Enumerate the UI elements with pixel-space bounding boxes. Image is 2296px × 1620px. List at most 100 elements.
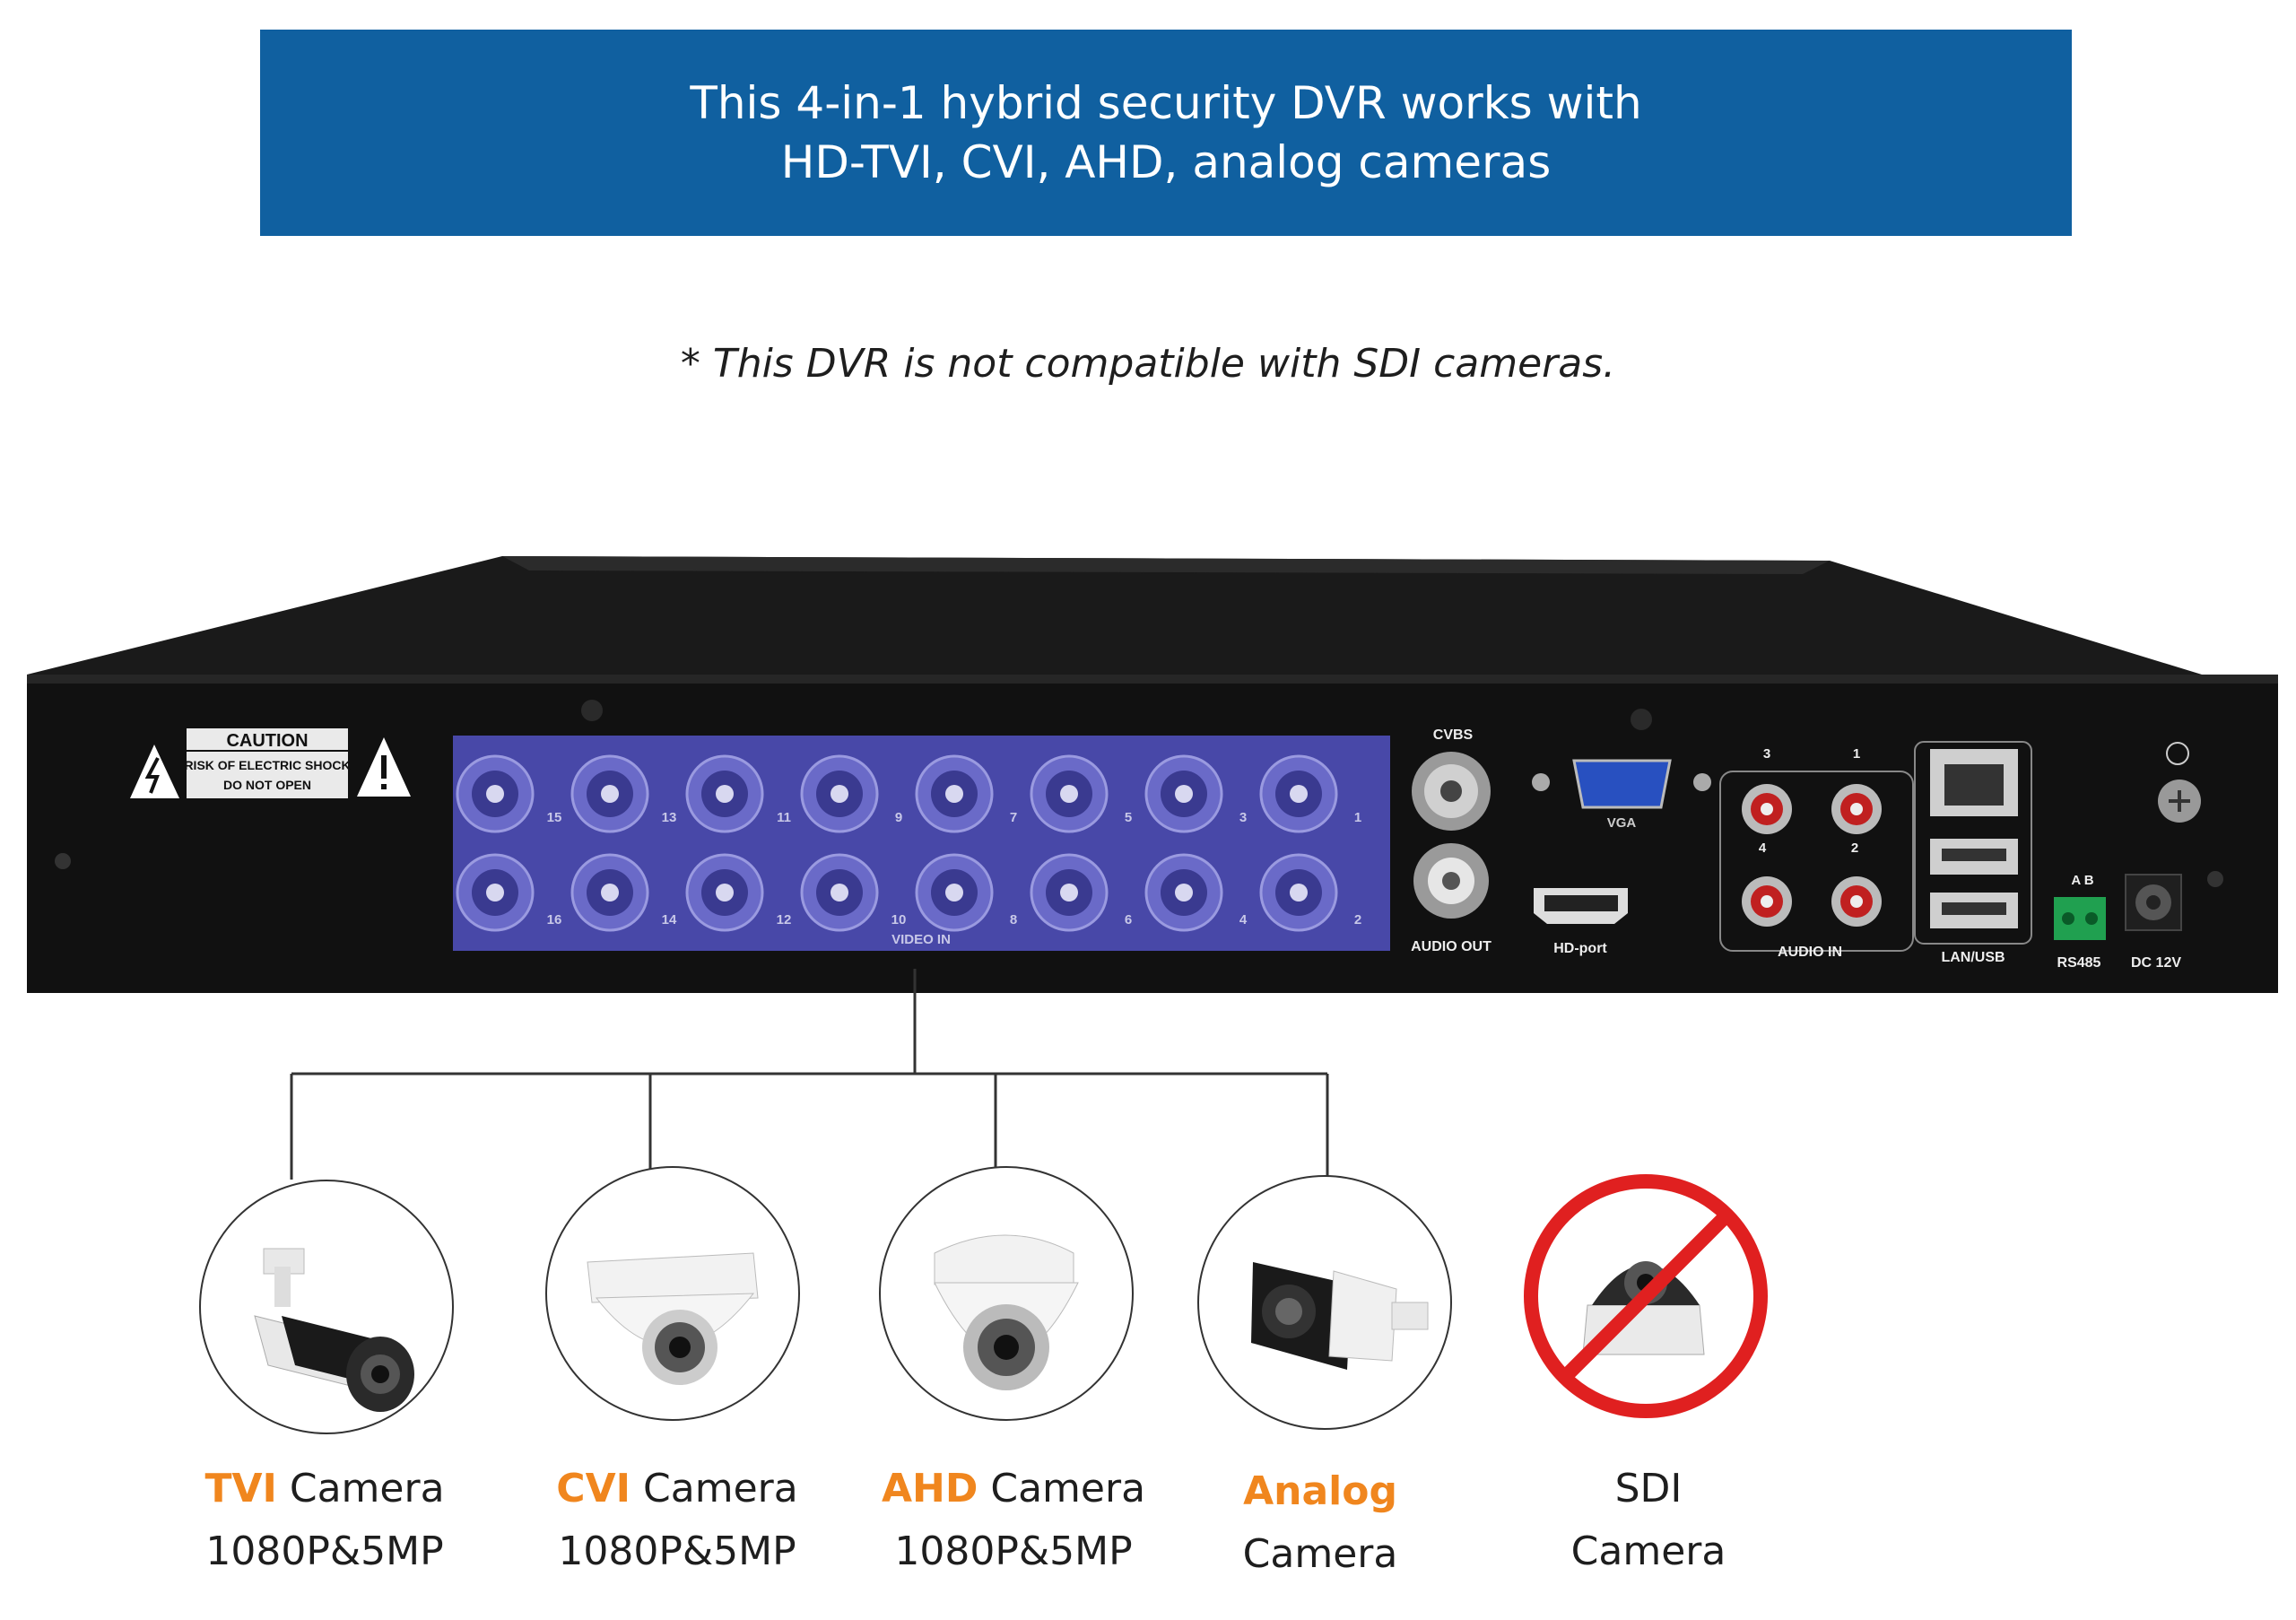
rs485-terminal-icon: [2054, 897, 2106, 940]
analog-word: Camera: [1242, 1531, 1398, 1577]
cvi-spec: 1080P&5MP: [558, 1529, 796, 1574]
analog-brand: Analog: [1243, 1468, 1397, 1514]
caution-line-2: DO NOT OPEN: [223, 778, 311, 792]
bullet-camera-icon: [254, 1248, 414, 1412]
bnc-connector-icon: [1030, 754, 1109, 833]
ahd-camera-circle: [879, 1166, 1134, 1421]
dome-camera-icon: [934, 1234, 1079, 1390]
electric-shock-warning-icon: [130, 745, 179, 798]
bullet-camera-icon: [1251, 1262, 1429, 1370]
tvi-camera-circle: [199, 1180, 454, 1434]
analog-camera-circle: [1197, 1175, 1452, 1430]
audio-in-number-3: 3: [1763, 746, 1770, 762]
prohibited-dome-camera-icon: [1524, 1174, 1768, 1418]
bnc-connector-icon: [456, 853, 535, 932]
lan-usb-label: LAN/USB: [1941, 950, 2005, 965]
channel-number-label: 15: [547, 810, 562, 825]
channel-number-label: 5: [1125, 810, 1132, 825]
channel-number-label: 16: [547, 912, 562, 928]
channel-number-label: 7: [1010, 810, 1017, 825]
audio-in-rca-icons: [1742, 784, 1882, 927]
bnc-connector-icon: [1259, 754, 1338, 833]
channel-number-label: 11: [777, 810, 791, 825]
dvr-top-lid: [27, 556, 2278, 698]
cvi-brand: CVI: [556, 1466, 631, 1511]
bnc-connector-icon: [915, 754, 994, 833]
bnc-connector-icon: [570, 853, 649, 932]
audio-in-number-1: 1: [1853, 746, 1860, 762]
audio-out-rca-icon: [1413, 843, 1489, 919]
channel-number-label: 10: [891, 912, 907, 928]
cvbs-bnc-icon: [1412, 752, 1491, 831]
video-in-label: VIDEO IN: [891, 932, 951, 947]
audio-in-number-4: 4: [1759, 840, 1767, 856]
audio-out-label: AUDIO OUT: [1411, 939, 1492, 954]
dc-power-jack-icon: [2125, 874, 2182, 931]
sdi-camera-label: SDI Camera: [1460, 1458, 1837, 1583]
caution-warning-icon: [357, 737, 411, 797]
vga-label: VGA: [1607, 815, 1637, 831]
caution-line-1: RISK OF ELECTRIC SHOCK: [184, 758, 350, 772]
cvbs-label: CVBS: [1433, 727, 1474, 743]
audio-in-frame: [1719, 771, 1914, 952]
header-banner: This 4-in-1 hybrid security DVR works wi…: [260, 30, 2072, 236]
connection-lines: [290, 969, 1329, 1180]
ahd-spec: 1080P&5MP: [894, 1529, 1133, 1574]
bnc-connector-icon: [685, 754, 764, 833]
caution-label: [187, 728, 348, 798]
banner-line-1: This 4-in-1 hybrid security DVR works wi…: [690, 77, 1642, 129]
compatibility-note: * This DVR is not compatible with SDI ca…: [680, 341, 1616, 387]
channel-number-label: 13: [662, 810, 677, 825]
channel-number-label: 2: [1354, 912, 1361, 928]
bnc-connector-icon: [800, 754, 879, 833]
rs485-label: RS485: [2057, 955, 2101, 971]
cvi-word: Camera: [643, 1466, 798, 1511]
bnc-connector-icon: [456, 754, 535, 833]
channel-number-label: 14: [662, 912, 677, 928]
dc-label: DC 12V: [2131, 955, 2181, 971]
bnc-connector-icon: [685, 853, 764, 932]
ground-screw-icon: [2158, 742, 2201, 823]
banner-line-2: HD-TVI, CVI, AHD, analog cameras: [780, 136, 1552, 188]
cvi-camera-label: CVI Camera 1080P&5MP: [489, 1458, 865, 1583]
channel-number-label: 1: [1354, 810, 1361, 825]
lan-usb-frame: [1914, 741, 2032, 945]
audio-in-number-2: 2: [1851, 840, 1858, 856]
sdi-brand: SDI: [1614, 1466, 1683, 1511]
channel-number-label: 9: [895, 810, 902, 825]
caution-title: CAUTION: [226, 731, 308, 751]
sdi-camera-circle: [1520, 1171, 1771, 1422]
ahd-camera-label: AHD Camera 1080P&5MP: [825, 1458, 1202, 1583]
tvi-brand: TVI: [204, 1466, 277, 1511]
bnc-connector-icon: [800, 853, 879, 932]
ahd-brand: AHD: [881, 1466, 978, 1511]
rs485-ab-label: A B: [2071, 873, 2093, 888]
bnc-connector-icon: [1259, 853, 1338, 932]
ahd-word: Camera: [990, 1466, 1146, 1511]
analog-camera-label: Analog Camera: [1132, 1460, 1509, 1586]
lan-port-icon: [1930, 749, 2018, 816]
vga-port-icon: [1532, 759, 1711, 809]
channel-number-label: 3: [1239, 810, 1247, 825]
tvi-word: Camera: [289, 1466, 445, 1511]
hdmi-port-icon: [1534, 888, 1628, 924]
channel-number-label: 4: [1239, 912, 1248, 928]
cvi-camera-circle: [545, 1166, 800, 1421]
channel-number-label: 8: [1010, 912, 1017, 928]
bnc-connector-icon: [570, 754, 649, 833]
dome-camera-icon: [587, 1252, 759, 1385]
sdi-word: Camera: [1570, 1529, 1726, 1574]
bnc-connector-icon: [1144, 853, 1223, 932]
hd-port-label: HD-port: [1553, 941, 1607, 956]
tvi-spec: 1080P&5MP: [205, 1529, 444, 1574]
usb-port-icons: [1930, 839, 2018, 928]
channel-number-label: 6: [1125, 912, 1132, 928]
channel-number-label: 12: [777, 912, 792, 928]
bnc-connectors: 15 13 11 9 7 5 3 1 16 14 12 10 8 6 4 2: [456, 754, 1361, 932]
audio-in-label: AUDIO IN: [1778, 945, 1842, 960]
bnc-connector-icon: [1030, 853, 1109, 932]
bnc-connector-icon: [1144, 754, 1223, 833]
tvi-camera-label: TVI Camera 1080P&5MP: [136, 1458, 513, 1583]
bnc-connector-icon: [915, 853, 994, 932]
